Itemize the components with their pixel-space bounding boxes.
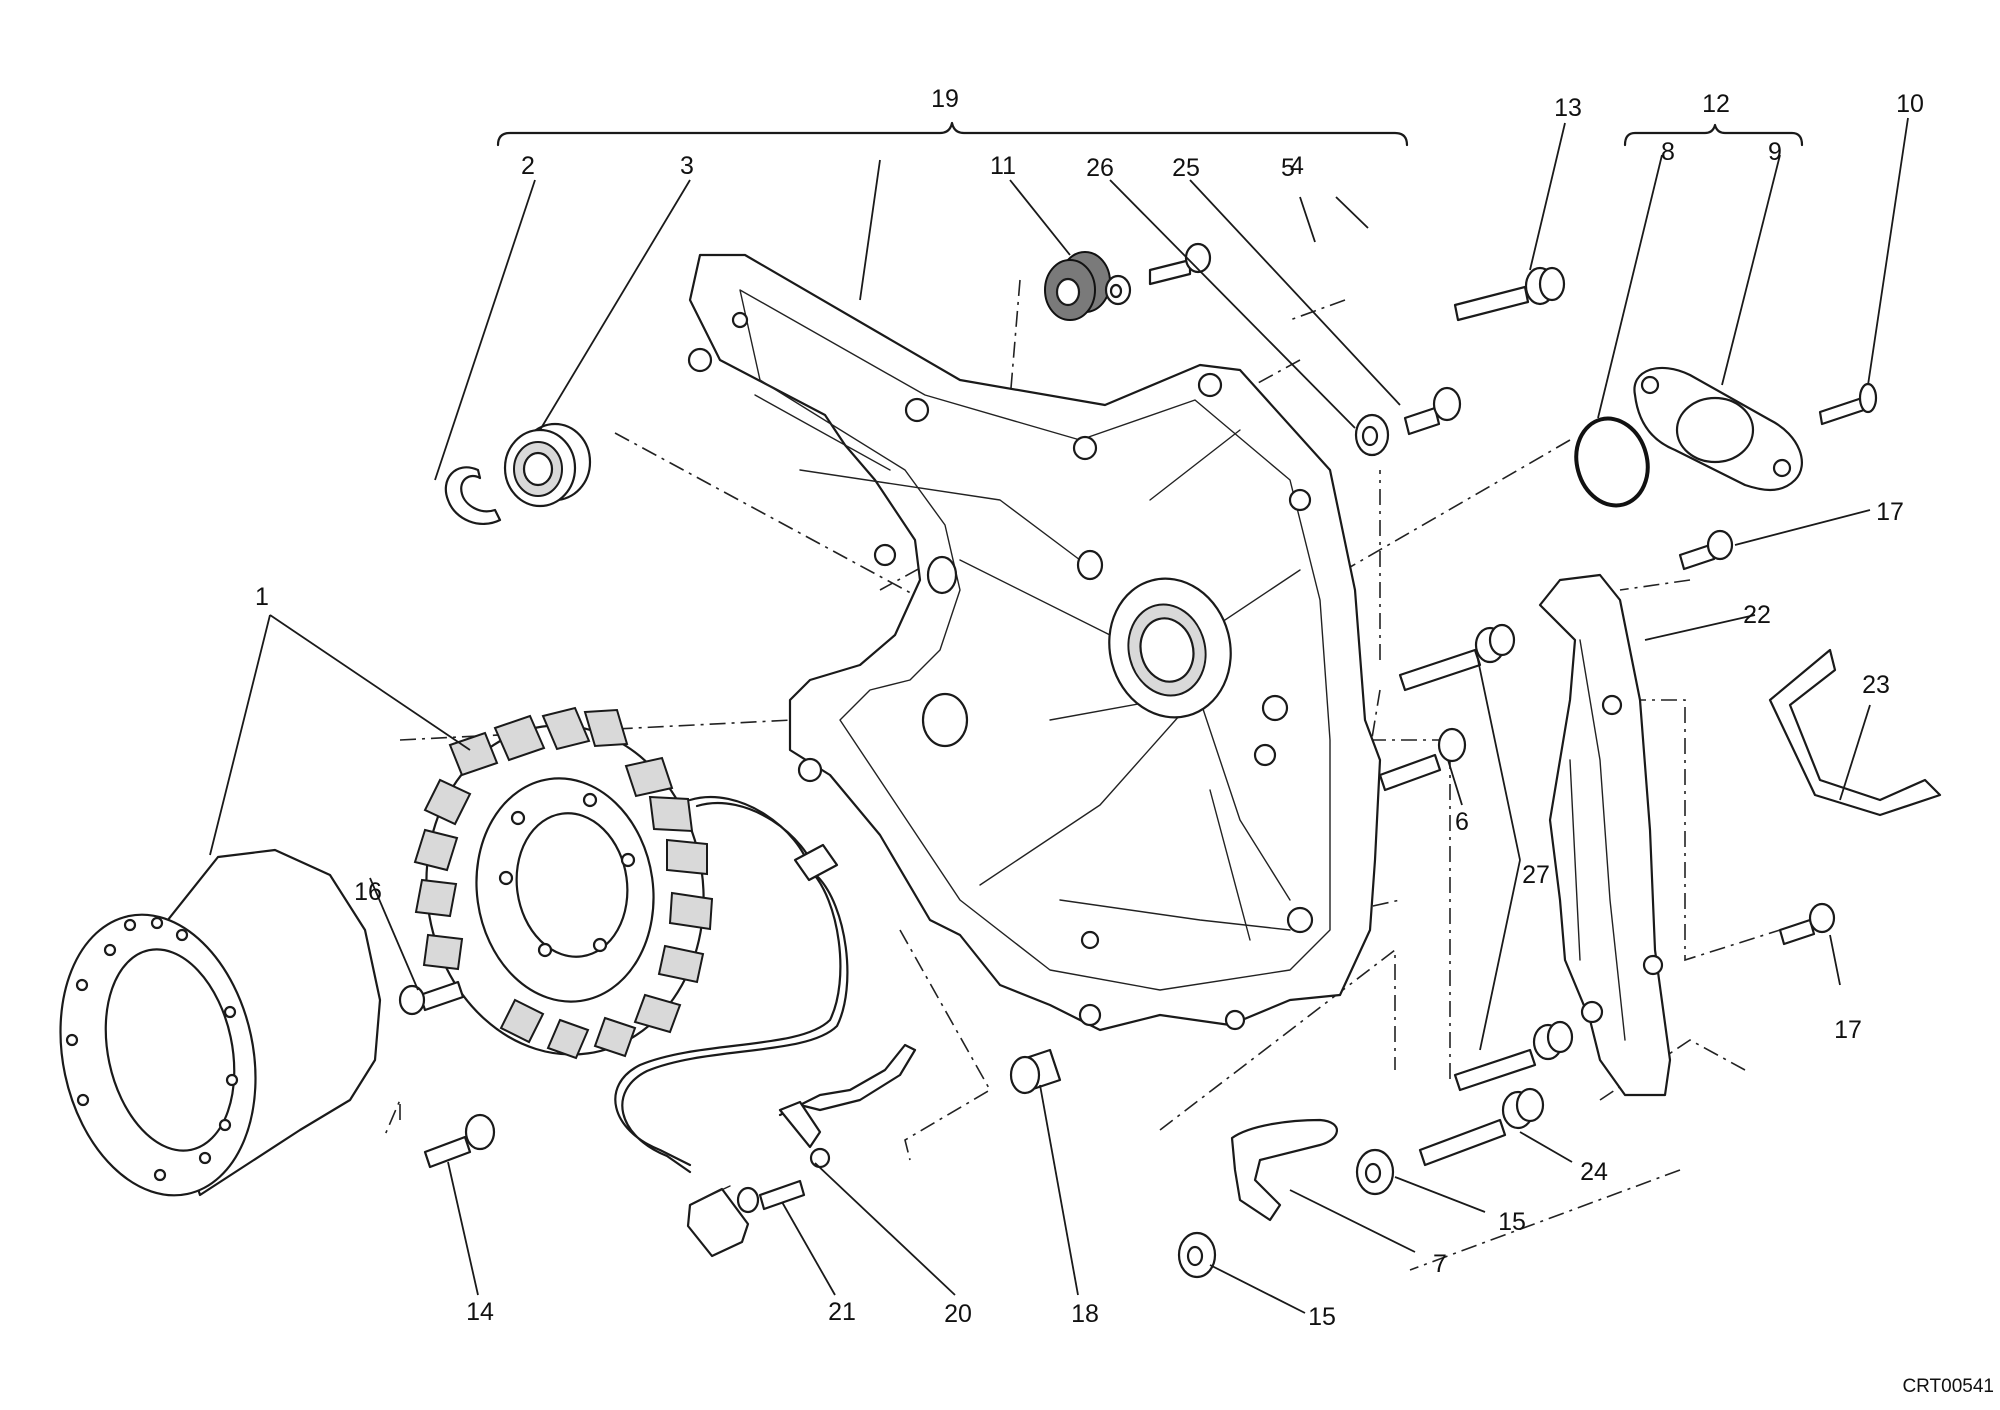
screw-17-bottom [1778, 902, 1836, 946]
callout-21: 21 [828, 1298, 856, 1326]
rotor [59, 848, 382, 1197]
callout-22: 22 [1743, 601, 1771, 629]
generator-cover [687, 253, 1382, 1032]
screw-25 [1403, 386, 1462, 436]
wiring-harness [614, 796, 849, 1258]
group-bracket-12 [1623, 123, 1804, 147]
bolt-6 [1378, 727, 1467, 792]
callout-2: 2 [521, 152, 535, 180]
screw-16 [398, 980, 465, 1016]
callout-6: 6 [1455, 808, 1469, 836]
callout-12: 12 [1702, 90, 1730, 118]
callout-26: 26 [1086, 154, 1114, 182]
rotor-holes [65, 916, 239, 1182]
screw-10 [1818, 382, 1878, 426]
circlip [444, 466, 502, 525]
stator [413, 706, 714, 1060]
callout-20: 20 [944, 1300, 972, 1328]
oil-seal [1044, 251, 1111, 321]
callout-14: 14 [466, 1298, 494, 1326]
clamp [1768, 648, 1942, 817]
callout-25: 25 [1172, 154, 1200, 182]
inspection-cover [1633, 366, 1803, 492]
o-ring [1574, 416, 1650, 508]
screw-21 [736, 1179, 806, 1214]
cable-clip [1230, 1118, 1338, 1222]
callout-16: 16 [354, 878, 382, 906]
bolt-13 [1453, 266, 1566, 322]
washer-15-lower [1177, 1231, 1217, 1279]
callout-10: 10 [1896, 90, 1924, 118]
screw-17-top [1678, 529, 1734, 571]
callout-15-lower: 15 [1308, 1303, 1336, 1331]
callout-27: 27 [1522, 861, 1550, 889]
callout-17-top: 17 [1876, 498, 1904, 526]
stator-teeth [413, 706, 714, 1060]
callout-23: 23 [1862, 671, 1890, 699]
callout-11: 11 [990, 152, 1016, 180]
callout-15-upper: 15 [1498, 1208, 1526, 1236]
callout-17-bottom: 17 [1834, 1016, 1862, 1044]
callout-19: 19 [931, 85, 959, 113]
bolt-27-bottom [1453, 1020, 1574, 1092]
callout-1: 1 [255, 583, 269, 611]
drawing-code: CRT00541 [1902, 1376, 1994, 1397]
callout-4: 4 [1290, 152, 1304, 180]
callout-5: 5 [1281, 154, 1295, 182]
washer-26 [1354, 413, 1390, 457]
group-bracket-19 [496, 121, 1409, 147]
callout-24: 24 [1580, 1158, 1608, 1186]
washer-15-upper [1355, 1148, 1395, 1196]
bolt-24 [1418, 1087, 1545, 1167]
bolt-27-top [1398, 623, 1516, 692]
pickup-sensor [778, 1043, 917, 1169]
bearing [503, 422, 592, 508]
callout-8: 8 [1661, 138, 1675, 166]
washer-5 [1104, 274, 1132, 306]
spacer [1009, 1048, 1062, 1095]
callout-labels: 1 2 3 4 5 6 7 8 9 10 11 12 13 14 15 15 1… [255, 85, 1924, 1331]
callout-13: 13 [1554, 94, 1582, 122]
callout-7: 7 [1433, 1250, 1447, 1278]
callout-18: 18 [1071, 1300, 1099, 1328]
callout-9: 9 [1768, 138, 1782, 166]
callout-3: 3 [680, 152, 694, 180]
leader-lines [209, 117, 1909, 1314]
screw-14 [423, 1113, 496, 1169]
guide-plate [1538, 573, 1672, 1097]
